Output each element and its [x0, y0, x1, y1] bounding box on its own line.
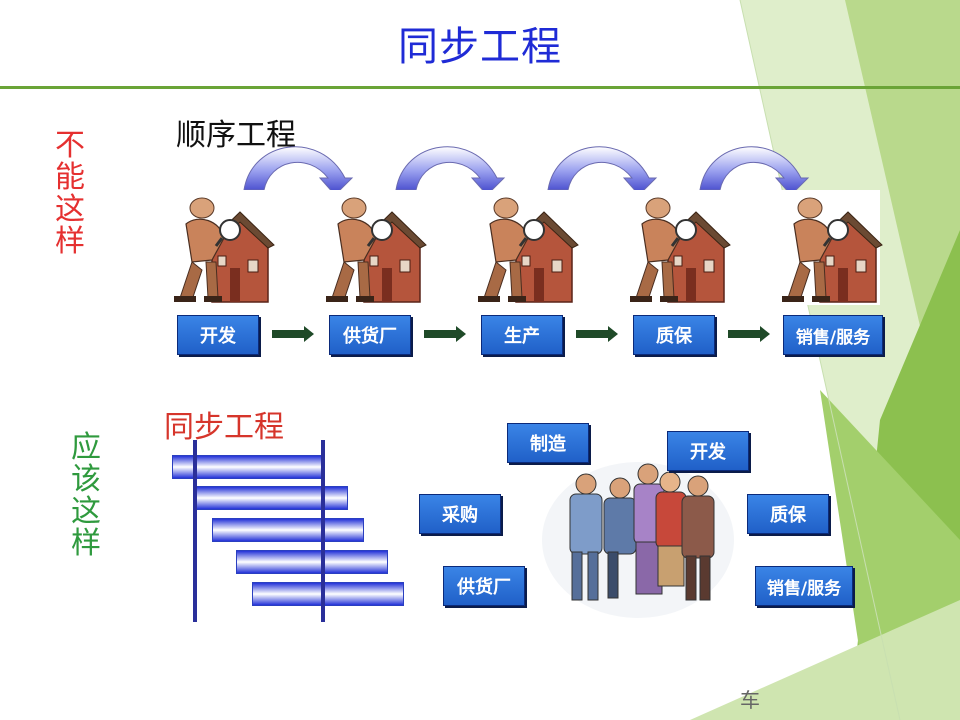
concurrent-box-sales-service: 销售/服务 — [755, 566, 853, 606]
concurrent-engineering-label: 同步工程 — [164, 410, 284, 445]
curved-arrow-icon — [699, 146, 810, 196]
curved-arrow-icon — [243, 146, 354, 196]
arrow-right-icon — [424, 326, 466, 342]
step-box-supplier: 供货厂 — [329, 315, 411, 355]
arrow-right-icon — [272, 326, 314, 342]
time-line-right — [321, 440, 325, 622]
step-box-quality: 质保 — [633, 315, 715, 355]
people-group-illustration — [542, 462, 734, 618]
overlap-bar — [236, 550, 388, 574]
inspector-house-illustration — [626, 188, 732, 307]
step-box-production: 生产 — [481, 315, 563, 355]
label-not-this-way: 不能这样 — [55, 128, 85, 259]
page-title: 同步工程 — [398, 24, 562, 70]
overlap-bar — [252, 582, 404, 606]
arrow-right-icon — [728, 326, 770, 342]
curved-arrow-icon — [547, 146, 658, 196]
inspector-house-illustration — [170, 188, 276, 307]
arrow-right-icon — [576, 326, 618, 342]
inspector-house-illustration — [322, 188, 428, 307]
step-box-develop: 开发 — [177, 315, 259, 355]
inspector-house-illustration — [778, 188, 884, 307]
inspector-house-illustration — [474, 188, 580, 307]
concurrent-box-quality: 质保 — [747, 494, 829, 534]
concurrent-box-manufacturing: 制造 — [507, 423, 589, 463]
overlap-bar — [212, 518, 364, 542]
footer-mark: 车 — [740, 688, 760, 712]
title-separator — [0, 86, 960, 89]
concurrent-box-develop: 开发 — [667, 431, 749, 471]
time-line-left — [193, 440, 197, 622]
concurrent-box-supplier: 供货厂 — [443, 566, 525, 606]
concurrent-box-procurement: 采购 — [419, 494, 501, 534]
overlap-bar — [196, 486, 348, 510]
sequential-engineering-label: 顺序工程 — [176, 118, 296, 153]
step-box-sales-service: 销售/服务 — [783, 315, 883, 355]
overlap-bar — [172, 455, 324, 479]
curved-arrow-icon — [395, 146, 506, 196]
label-should-be: 应该这样 — [71, 430, 101, 561]
